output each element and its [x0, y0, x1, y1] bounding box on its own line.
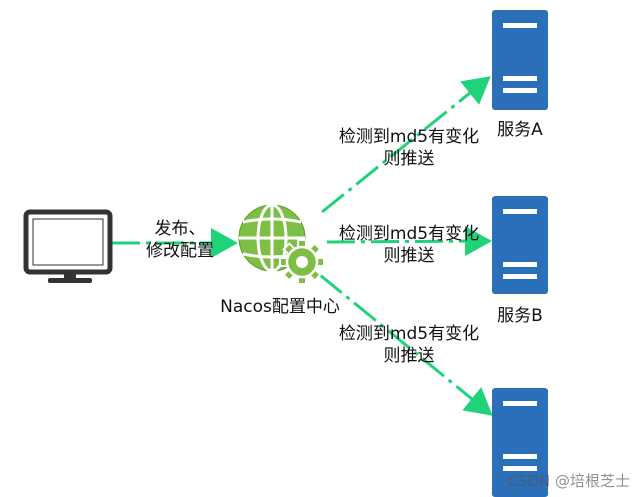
edge-push-b-label-line2: 则推送 [383, 246, 435, 266]
edge-push-a-label-line2: 则推送 [383, 149, 435, 169]
edge-publish-label-line2: 修改配置 [146, 241, 214, 261]
edge-push-b-arrow [326, 226, 492, 257]
edge-push-b-label-line1: 检测到md5有变化 [338, 224, 480, 244]
edge-publish-label-line1: 发布、 [154, 219, 206, 239]
server-c-icon [492, 388, 548, 497]
server-a-icon [492, 10, 548, 110]
edge-push-b-label: 检测到md5有变化 则推送 [324, 223, 494, 267]
edge-push-c-label-line2: 则推送 [383, 346, 435, 366]
edge-push-a-label-line1: 检测到md5有变化 [338, 127, 480, 147]
server-a-label: 服务A [497, 120, 543, 140]
edge-publish-label: 发布、 修改配置 [130, 218, 230, 262]
nacos-label: Nacos配置中心 [220, 297, 340, 317]
monitor-icon [23, 209, 113, 283]
edge-push-c-label-line1: 检测到md5有变化 [338, 324, 480, 344]
edge-push-a-label: 检测到md5有变化 则推送 [324, 126, 494, 170]
edge-push-a-arrow [321, 76, 491, 214]
edge-push-c-arrow [319, 273, 493, 416]
edge-push-c-label: 检测到md5有变化 则推送 [324, 323, 494, 367]
server-b-label: 服务B [497, 306, 543, 326]
globe-gear-icon [238, 203, 325, 285]
watermark: CSDN @培根芝士 [507, 472, 630, 490]
server-b-icon [492, 196, 548, 294]
